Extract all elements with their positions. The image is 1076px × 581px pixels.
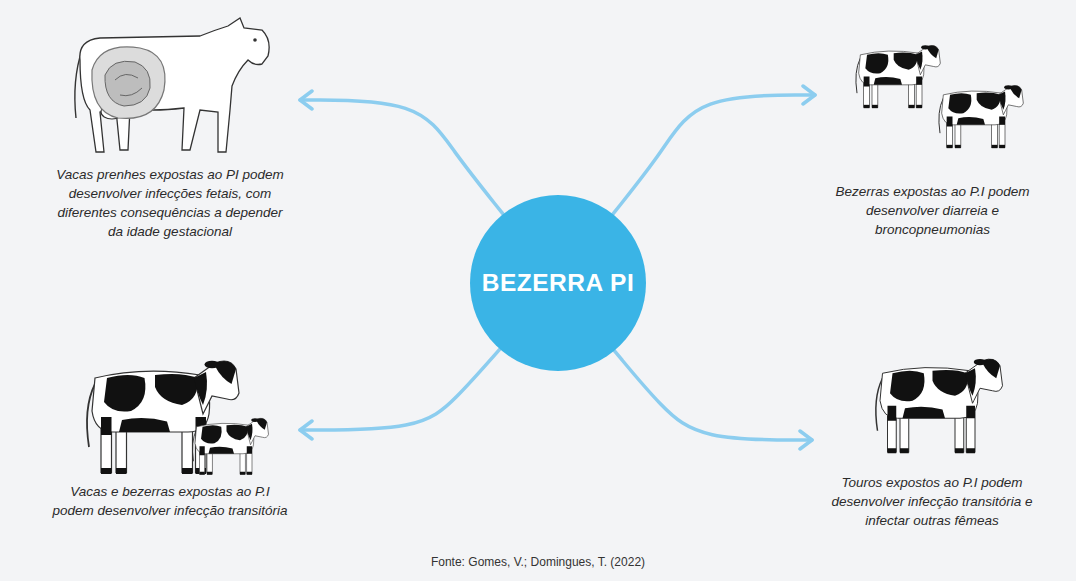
central-circle: BEZERRA PI (470, 195, 646, 371)
caption-node: Vacas e bezerras expostas ao P.I podem d… (40, 350, 300, 520)
caption-node: Touros expostos ao P.I podem desenvolver… (812, 338, 1052, 530)
curved-arrow (300, 349, 500, 430)
caption-text: Bezerras expostas ao P.I podem desenvolv… (825, 182, 1040, 239)
curved-arrow (614, 351, 812, 440)
caption-text: Touros expostos ao P.I podem desenvolver… (816, 473, 1048, 530)
calves-picture (856, 45, 1023, 148)
circle-title: BEZERRA PI (482, 269, 634, 297)
pregnant-cow-drawing (75, 18, 269, 152)
caption-text: Vacas prenhes expostas ao PI podem desen… (55, 165, 285, 241)
cow-and-calf-picture (87, 361, 269, 475)
source-note: Fonte: Gomes, V.; Domingues, T. (2022) (0, 555, 1076, 569)
curved-arrow (613, 95, 815, 214)
caption-text: Vacas e bezerras expostas ao P.I podem d… (53, 482, 288, 520)
caption-node: Bezerras expostas ao P.I podem desenvolv… (815, 30, 1050, 239)
bull-picture (876, 359, 1003, 453)
curved-arrow (300, 100, 503, 214)
caption-node: Vacas prenhes expostas ao PI podem desen… (40, 15, 300, 241)
